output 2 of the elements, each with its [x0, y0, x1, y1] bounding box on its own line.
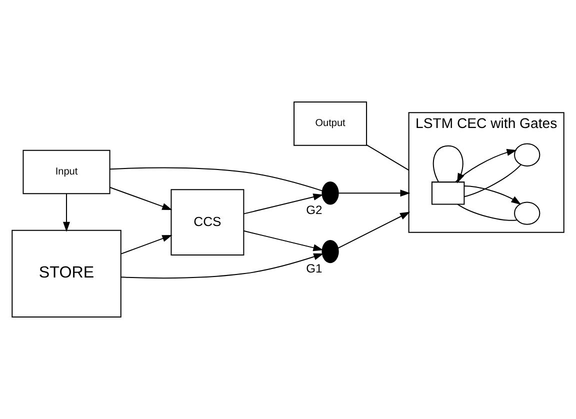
node-label: G1	[306, 261, 322, 276]
node-label: G2	[306, 202, 322, 217]
